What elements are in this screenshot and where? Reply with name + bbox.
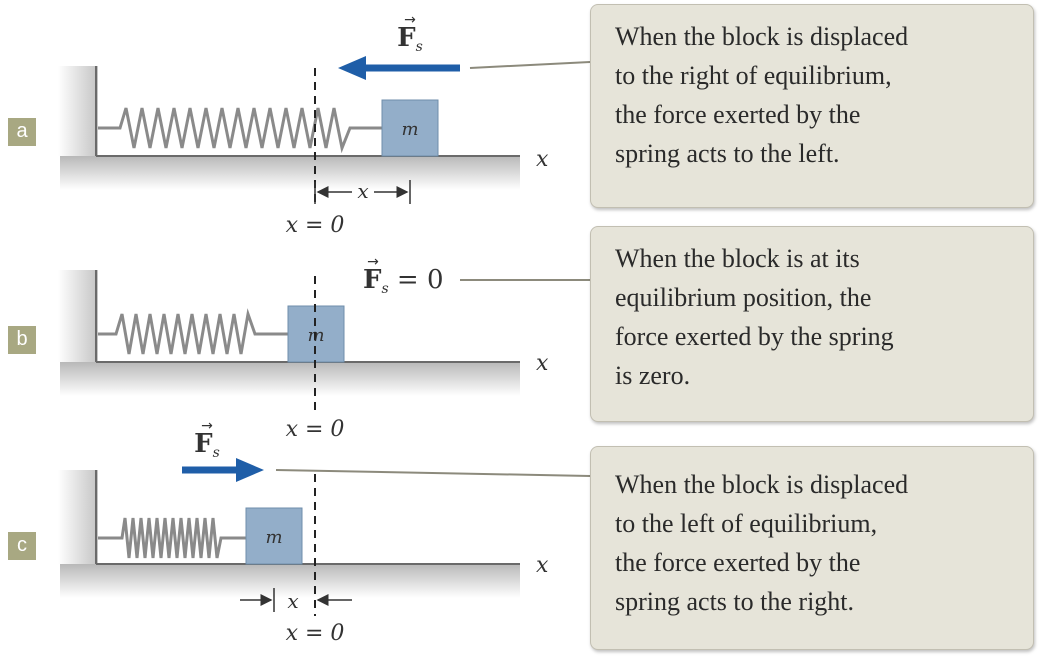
panel-b-tag: b <box>8 326 36 354</box>
force-subscript: s <box>381 281 388 297</box>
panel-a-tag: a <box>8 118 36 146</box>
mass-label: m <box>265 527 282 548</box>
force-vector-arrow-glyph: → <box>367 254 379 270</box>
force-subscript: s <box>416 39 423 55</box>
force-arrowhead <box>338 56 366 80</box>
panel-a: m x x x = 0 → Fs <box>58 12 591 238</box>
callout-line: the force exerted by the <box>615 100 861 129</box>
floor <box>60 362 520 396</box>
force-vector-arrow-glyph: → <box>201 418 213 434</box>
origin-label: x = 0 <box>286 417 345 442</box>
floor <box>60 564 520 598</box>
axis-label: x <box>536 351 549 376</box>
mass-label: m <box>401 119 418 140</box>
callout-line: When the block is at its <box>615 244 860 273</box>
force-equals-zero: = 0 <box>389 265 444 295</box>
callout-line: to the right of equilibrium, <box>615 61 892 90</box>
force-arrowhead <box>236 458 264 482</box>
callout-line: to the left of equilibrium, <box>615 509 878 538</box>
callout-line: force exerted by the spring <box>615 322 894 351</box>
callout-line: When the block is displaced <box>615 470 909 499</box>
spring <box>98 517 246 559</box>
callout-line: spring acts to the right. <box>615 587 855 616</box>
axis-label: x <box>536 553 549 578</box>
mass-block <box>381 99 439 157</box>
callout-leader <box>275 469 591 477</box>
callout-line: When the block is displaced <box>615 22 909 51</box>
mass-block <box>245 507 303 565</box>
force-subscript: s <box>213 445 220 461</box>
origin-label: x = 0 <box>286 213 345 238</box>
panel-b: m x x = 0 → Fs = 0 <box>58 254 590 442</box>
origin-label: x = 0 <box>286 621 345 646</box>
callout-b: When the block is at its equilibrium pos… <box>590 226 1034 422</box>
callout-line: the force exerted by the <box>615 548 861 577</box>
callout-leader <box>469 61 591 69</box>
force-symbol: F <box>363 265 382 295</box>
spring <box>98 107 382 154</box>
panel-c-tag: c <box>8 532 36 560</box>
callout-line: equilibrium position, the <box>615 283 872 312</box>
callout-line: is zero. <box>615 361 691 390</box>
force-vector-arrow-glyph: → <box>404 12 416 28</box>
wall <box>58 66 98 156</box>
callout-a: When the block is displaced to the right… <box>590 4 1034 208</box>
force-label: Fs <box>397 23 423 55</box>
axis-label: x <box>536 147 549 172</box>
spring <box>98 308 288 355</box>
floor <box>60 156 520 190</box>
force-symbol: F <box>194 429 213 459</box>
force-zero-label: Fs = 0 <box>363 265 444 297</box>
callout-line: spring acts to the left. <box>615 139 840 168</box>
force-symbol: F <box>397 23 416 53</box>
callout-c: When the block is displaced to the left … <box>590 446 1034 650</box>
force-label: Fs <box>194 429 220 461</box>
wall <box>58 270 98 362</box>
wall <box>58 470 98 564</box>
panel-c: m x x x = 0 → Fs <box>58 418 591 646</box>
displacement-label: x <box>357 179 368 203</box>
displacement-label: x <box>287 589 298 613</box>
